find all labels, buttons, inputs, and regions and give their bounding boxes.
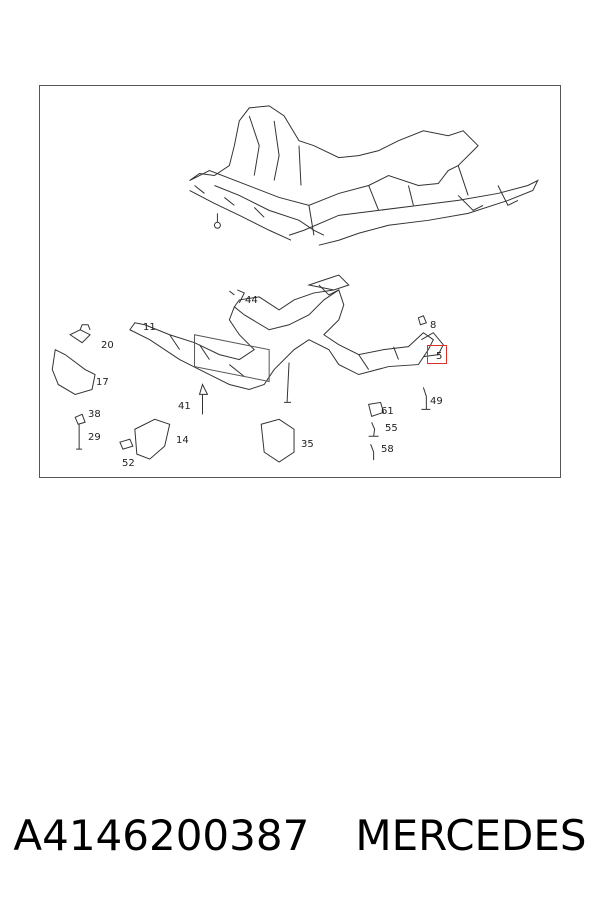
callout-8: 8	[430, 320, 437, 331]
subframe-exploded-drawing	[51, 105, 539, 463]
highlight-box-part-5	[427, 345, 447, 364]
callout-14: 14	[176, 435, 189, 446]
callout-20: 20	[101, 340, 114, 351]
callout-11: 11	[143, 322, 156, 333]
callout-52: 52	[122, 458, 135, 469]
callout-61: 61	[381, 406, 394, 417]
body-frame-drawing	[189, 105, 539, 246]
part-number: A4146200387	[13, 810, 310, 860]
brand-name: MERCEDES	[355, 810, 587, 860]
callout-38: 38	[88, 409, 101, 420]
callout-58: 58	[381, 444, 394, 455]
subframe-drawing	[129, 274, 444, 403]
callout-55: 55	[385, 423, 398, 434]
callout-35: 35	[301, 439, 314, 450]
callout-44: 44	[245, 295, 258, 306]
callout-29: 29	[88, 432, 101, 443]
callout-17: 17	[96, 377, 109, 388]
callout-41: 41	[178, 401, 191, 412]
part-caption: A4146200387 MERCEDES	[0, 805, 600, 865]
callout-5: 5	[436, 351, 443, 362]
callout-49: 49	[430, 396, 443, 407]
loose-parts-drawing	[51, 289, 431, 463]
parts-diagram-frame: 20 17 38 29 52 14 41 11 44 35 61 55 58 4…	[39, 85, 561, 478]
